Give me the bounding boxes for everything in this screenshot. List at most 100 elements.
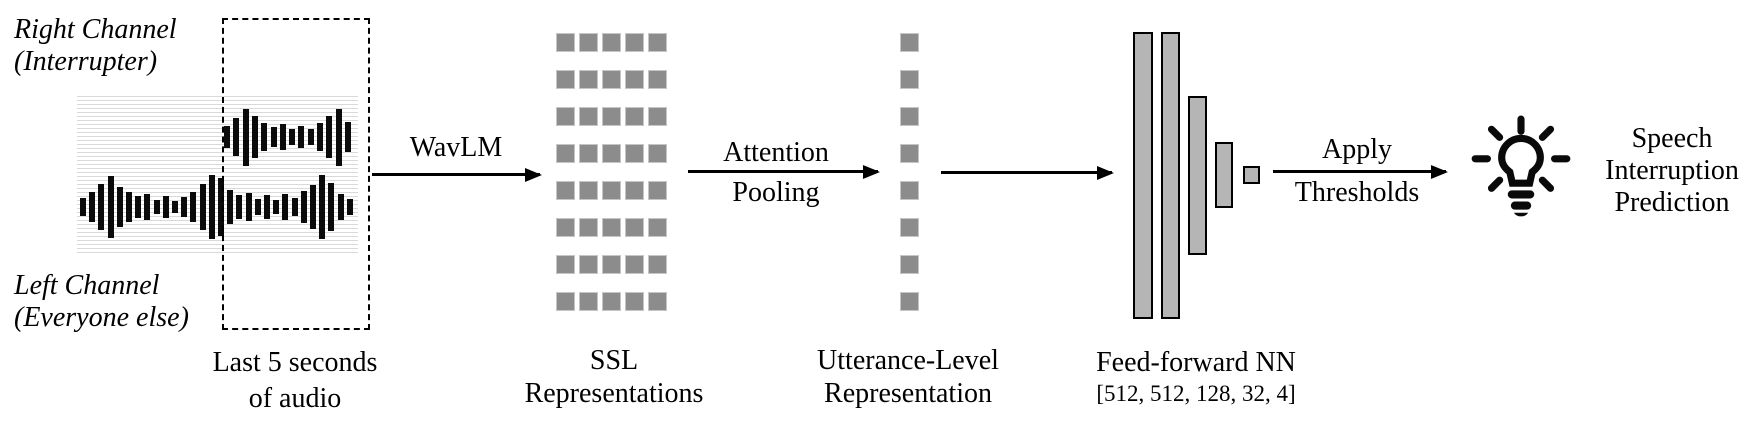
left-channel-label-line2: (Everyone else): [14, 302, 189, 333]
ssl-square: [579, 107, 598, 126]
last-5s-window-box: [222, 18, 370, 330]
arrowhead-icon: [1431, 164, 1448, 179]
ssl-square: [579, 181, 598, 200]
utterance-square: [900, 181, 919, 200]
output-caption-line3: Prediction: [1614, 187, 1730, 218]
ffnn-caption-title: Feed-forward NN: [1096, 347, 1296, 378]
attention-pooling-arrow: [688, 164, 880, 179]
ssl-caption-line1: SSL: [589, 345, 639, 376]
waveform-bar: [218, 178, 224, 236]
ssl-square: [602, 107, 621, 126]
ssl-square: [625, 292, 644, 311]
right-channel-label: Right Channel (Interrupter): [14, 14, 177, 78]
ssl-square: [648, 292, 667, 311]
waveform-bar: [300, 191, 307, 223]
utterance-caption-line2: Representation: [824, 378, 992, 409]
waveform-bar: [328, 183, 335, 231]
ffnn-layer-bar: [1243, 166, 1260, 184]
ssl-square: [556, 107, 575, 126]
waveform-bar: [245, 193, 252, 221]
utterance-caption: Utterance-Level Representation: [817, 344, 999, 410]
waveform-bar: [190, 192, 197, 222]
utterance-square: [900, 33, 919, 52]
ssl-square: [579, 255, 598, 274]
window-caption-line1: Last 5 seconds: [212, 347, 378, 378]
waveform-bar: [273, 200, 280, 214]
ffnn-layer-bar: [1215, 142, 1233, 208]
ssl-square: [648, 144, 667, 163]
arrowhead-icon: [863, 164, 880, 179]
waveform-bar: [135, 196, 142, 218]
utterance-square: [900, 70, 919, 89]
waveform-bar: [208, 175, 215, 239]
ffnn-layer-bar: [1133, 31, 1153, 319]
waveform-bar: [254, 199, 261, 215]
ssl-square: [648, 70, 667, 89]
audio-waveform-panel: [77, 96, 358, 255]
ssl-square: [602, 70, 621, 89]
ssl-square: [556, 218, 575, 237]
ssl-representations-grid: [556, 33, 667, 311]
attention-pooling-label-top: Attention: [723, 137, 829, 168]
waveform-bar: [264, 195, 270, 219]
ffnn-input-arrow: [941, 165, 1114, 180]
ssl-square: [648, 181, 667, 200]
left-channel-label-line1: Left Channel: [14, 270, 160, 301]
waveform-bar: [162, 196, 169, 218]
ssl-square: [625, 107, 644, 126]
utterance-square: [900, 292, 919, 311]
waveform-bar: [181, 197, 188, 217]
waveform-bar: [144, 194, 151, 220]
ssl-square: [625, 33, 644, 52]
waveform-bar: [326, 116, 333, 158]
ssl-square: [648, 33, 667, 52]
lightbulb-icon: [1471, 115, 1571, 217]
waveform-bar: [261, 123, 268, 151]
apply-thresholds-label-top: Apply: [1322, 134, 1392, 165]
ssl-square: [625, 218, 644, 237]
window-caption: Last 5 seconds of audio: [213, 345, 378, 417]
waveform-bar: [199, 184, 206, 230]
window-caption-line2: of audio: [248, 383, 342, 414]
ssl-square: [602, 292, 621, 311]
ssl-square: [625, 70, 644, 89]
waveform-bar: [224, 126, 230, 148]
arrowhead-icon: [1097, 165, 1114, 180]
ssl-square: [625, 181, 644, 200]
ssl-square: [556, 144, 575, 163]
waveform-bar: [307, 129, 314, 145]
ssl-caption-line2: Representations: [524, 378, 704, 409]
ffnn-layer-bar: [1188, 95, 1207, 255]
wavlm-arrow-label: WavLM: [409, 132, 503, 163]
ssl-square: [579, 144, 598, 163]
waveform-bar: [270, 127, 277, 147]
ffnn-caption-dims: [512, 512, 128, 32, 4]: [1096, 381, 1296, 406]
waveform-bar: [291, 198, 298, 216]
ssl-square: [648, 107, 667, 126]
apply-thresholds-arrow: [1273, 164, 1448, 179]
waveform-bar: [319, 175, 326, 239]
ssl-square: [648, 218, 667, 237]
right-channel-label-line2: (Interrupter): [14, 46, 158, 77]
ssl-square: [648, 255, 667, 274]
waveform-bar: [107, 176, 114, 238]
waveform-bar: [310, 185, 316, 229]
utterance-caption-line1: Utterance-Level: [817, 345, 999, 376]
ffnn-caption: Feed-forward NN [512, 512, 128, 32, 4]: [1096, 346, 1296, 408]
ssl-square: [579, 70, 598, 89]
utterance-square: [900, 255, 919, 274]
ssl-square: [556, 255, 575, 274]
waveform-bar: [89, 192, 96, 222]
utterance-square: [900, 107, 919, 126]
waveform-bar: [282, 194, 289, 220]
ssl-square: [625, 144, 644, 163]
utterance-square: [900, 144, 919, 163]
waveform-bar: [298, 126, 305, 148]
ssl-square: [625, 255, 644, 274]
waveform-bar: [172, 201, 178, 213]
ssl-square: [579, 292, 598, 311]
ssl-square: [556, 70, 575, 89]
waveform-bar: [116, 187, 123, 227]
output-caption-line2: Interruption: [1605, 155, 1739, 186]
